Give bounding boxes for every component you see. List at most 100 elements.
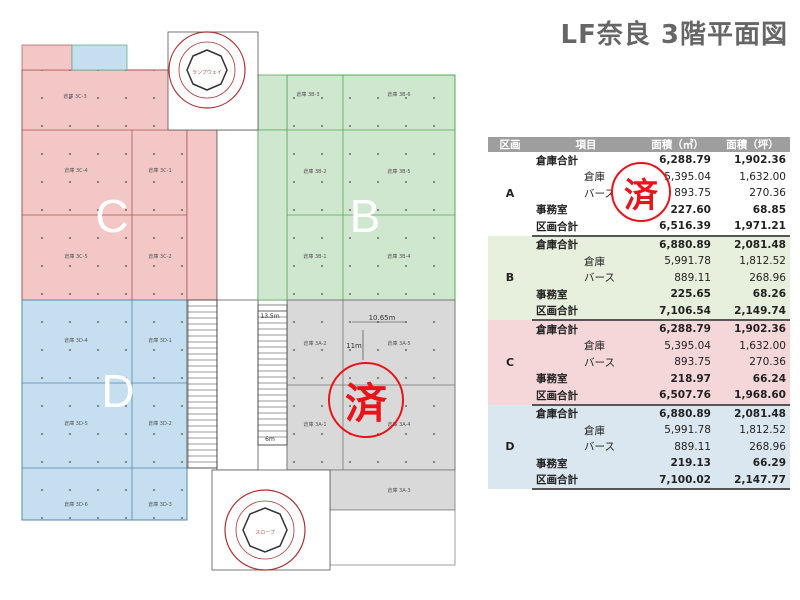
tsubo-cell: 68.26 (752, 288, 786, 301)
room-label: 倉庫 3D-6 (64, 501, 88, 508)
floor-plan: ランプウェイ スロープ 倉庫 3C-3 倉庫 3C-4 倉庫 3C-1 倉庫 3… (21, 31, 456, 571)
item-cell: 区画合計 (532, 218, 640, 237)
item-cell: 倉庫合計 (536, 154, 578, 167)
table-header: 面積（㎡） (640, 137, 715, 152)
table-header: 項目 (532, 137, 640, 152)
sqm-cell: 7,100.02 (640, 471, 715, 490)
room-label: 倉庫 3D-2 (148, 420, 172, 427)
dimension-lines (258, 310, 405, 360)
sqm-cell: 893.75 (674, 356, 711, 369)
sqm-cell: 889.11 (674, 271, 711, 284)
item-cell: 区画合計 (532, 471, 640, 490)
item-cell: 倉庫合計 (536, 323, 578, 336)
room-label: 倉庫 3B-1 (303, 253, 326, 260)
table-row: 倉庫 5,991.78 1,812.52 (488, 253, 790, 270)
room-label: 倉庫 3C-4 (64, 167, 87, 174)
tsubo-cell: 2,081.48 (734, 238, 786, 251)
item-cell: バース (584, 356, 615, 369)
tsubo-cell: 1,632.00 (739, 170, 786, 183)
room-label: 倉庫 3A-5 (387, 340, 410, 347)
ramp-bottom-label: スロープ (255, 530, 275, 536)
sqm-cell: 5,991.78 (664, 255, 711, 268)
room-label: 倉庫 3C-1 (148, 167, 171, 174)
central-core (186, 129, 288, 471)
item-cell: 事務室 (536, 457, 568, 470)
table-header-row: 区画 項目 面積（㎡） 面積（坪） (488, 137, 790, 152)
sqm-cell: 5,991.78 (664, 424, 711, 437)
table-row: A 倉庫合計 6,288.79 1,902.36 (488, 152, 790, 200)
zone-d-area (21, 299, 218, 521)
sqm-cell: 889.11 (674, 440, 711, 453)
sqm-cell: 6,288.79 (659, 323, 711, 336)
tsubo-cell: 1,971.21 (715, 218, 790, 237)
table-row: 事務室 218.97 66.24 (488, 370, 790, 387)
sqm-cell: 225.65 (670, 288, 711, 301)
room-label: 倉庫 3B-6 (387, 91, 410, 98)
dimension-label: 10.65m (369, 314, 396, 322)
tsubo-cell: 268.96 (749, 271, 786, 284)
room-label: 倉庫 3B-2 (303, 168, 326, 175)
room-label: 倉庫 3A-2 (303, 340, 326, 347)
item-cell: 倉庫 (584, 171, 605, 184)
room-label: 倉庫 3B-5 (387, 168, 410, 175)
sqm-cell: 227.60 (670, 203, 711, 216)
room-label: 倉庫 3C-3 (63, 93, 86, 100)
item-cell: 倉庫 (584, 424, 605, 437)
zone-c-area (21, 44, 188, 301)
room-label: 倉庫 3A-1 (303, 421, 326, 428)
zone-cell: B (505, 271, 515, 285)
sqm-cell: 5,395.04 (664, 170, 711, 183)
dimension-label: 13.5m (260, 313, 279, 320)
tsubo-cell: 1,968.60 (715, 387, 790, 406)
zone-b-area (257, 74, 456, 301)
item-cell: バース (584, 441, 615, 454)
tsubo-cell: 1,902.36 (734, 154, 786, 167)
sqm-cell: 6,880.89 (659, 407, 711, 420)
room-label: 倉庫 3D-1 (148, 337, 172, 344)
room-label: 倉庫 3D-4 (64, 337, 88, 344)
room-label: 倉庫 3B-3 (296, 91, 319, 98)
room-label: 倉庫 3C-2 (148, 253, 171, 260)
zone-label-c: C (95, 190, 128, 242)
table-header: 区画 (488, 137, 532, 152)
sqm-cell: 7,106.54 (640, 302, 715, 321)
table-row: D 倉庫合計 6,880.89 2,081.48 (488, 404, 790, 453)
item-cell: 倉庫 (584, 255, 605, 268)
tsubo-cell: 2,147.77 (715, 471, 790, 490)
tsubo-cell: 2,081.48 (734, 407, 786, 420)
tsubo-cell: 1,812.52 (739, 424, 786, 437)
sqm-cell: 5,395.04 (664, 339, 711, 352)
sqm-cell: 219.13 (670, 457, 711, 470)
zone-cell: A (505, 187, 515, 201)
item-cell: 事務室 (536, 373, 568, 386)
tsubo-cell: 1,812.52 (739, 255, 786, 268)
table-row: バース 889.11 268.96 (488, 269, 790, 286)
tsubo-cell: 66.29 (752, 457, 786, 470)
item-cell: バース (584, 272, 615, 285)
room-label: 倉庫 3B-4 (387, 253, 410, 260)
zone-cell: D (505, 440, 515, 454)
item-cell: 区画合計 (532, 387, 640, 406)
tsubo-cell: 270.36 (749, 356, 786, 369)
tsubo-cell: 270.36 (749, 187, 786, 200)
dimension-label: 6m (265, 436, 275, 443)
ramp-top-label: ランプウェイ (192, 69, 222, 76)
item-cell: 倉庫合計 (536, 408, 578, 421)
item-cell: バース (584, 187, 615, 200)
room-label: 倉庫 3C-5 (64, 253, 87, 260)
stairs (187, 299, 288, 469)
completed-stamp-table: 済 (611, 162, 671, 222)
item-cell: 倉庫合計 (536, 239, 578, 252)
tsubo-cell: 66.24 (752, 372, 786, 385)
sqm-cell: 6,516.39 (640, 218, 715, 237)
sqm-cell: 6,288.79 (659, 154, 711, 167)
room-label: 倉庫 3D-3 (148, 501, 172, 508)
sqm-cell: 893.75 (674, 187, 711, 200)
sqm-cell: 218.97 (670, 372, 711, 385)
